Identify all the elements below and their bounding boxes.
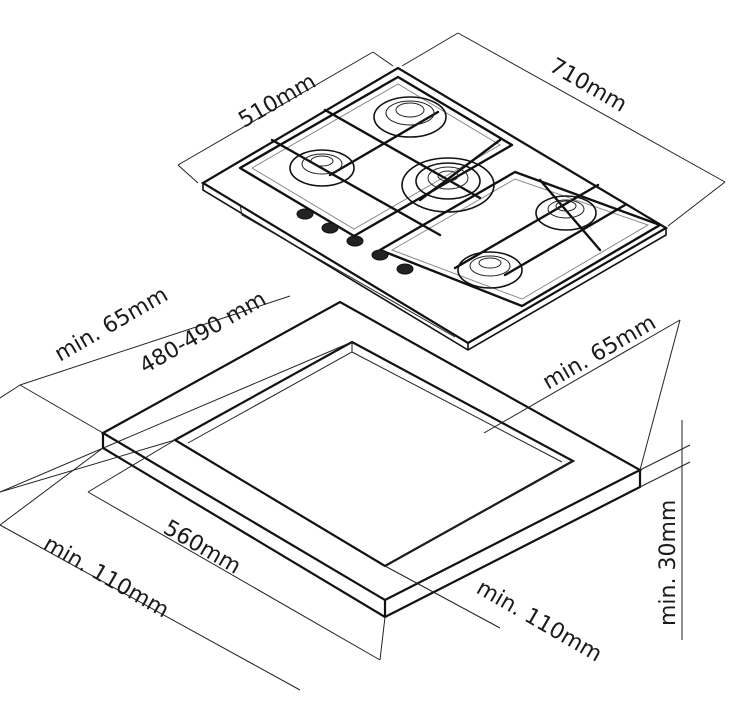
dim-hob-depth: 510mm	[177, 51, 394, 184]
label-hob-depth: 510mm	[235, 69, 321, 133]
label-worktop-thickness: min. 30mm	[656, 500, 681, 626]
burner-rear-right	[535, 195, 597, 231]
burner-front-right	[457, 251, 523, 289]
dim-clearance-front: min. 110mm	[0, 447, 301, 691]
cutout-opening	[172, 340, 576, 568]
hob-body	[239, 204, 456, 338]
pan-support-right	[378, 170, 662, 308]
pan-support-left	[238, 75, 514, 238]
control-knobs	[296, 208, 414, 275]
dim-clearance-right: min. 65mm	[483, 310, 681, 471]
dim-worktop-thickness: min. 30mm	[639, 420, 691, 640]
burner-front-left	[289, 149, 355, 187]
label-clearance-side: min. 110mm	[472, 576, 606, 668]
label-clearance-front: min. 110mm	[39, 532, 173, 624]
label-hob-width: 710mm	[545, 54, 631, 118]
dim-cutout-depth: 480-490 mm	[0, 287, 353, 493]
burner-wok-center	[401, 157, 495, 213]
dim-clearance-side: min. 110mm	[384, 460, 606, 668]
burner-rear-left	[373, 96, 447, 138]
dim-cutout-width: 560mm	[87, 439, 386, 661]
label-clearance-right: min. 65mm	[539, 310, 661, 395]
dim-hob-width: 710mm	[401, 32, 726, 227]
